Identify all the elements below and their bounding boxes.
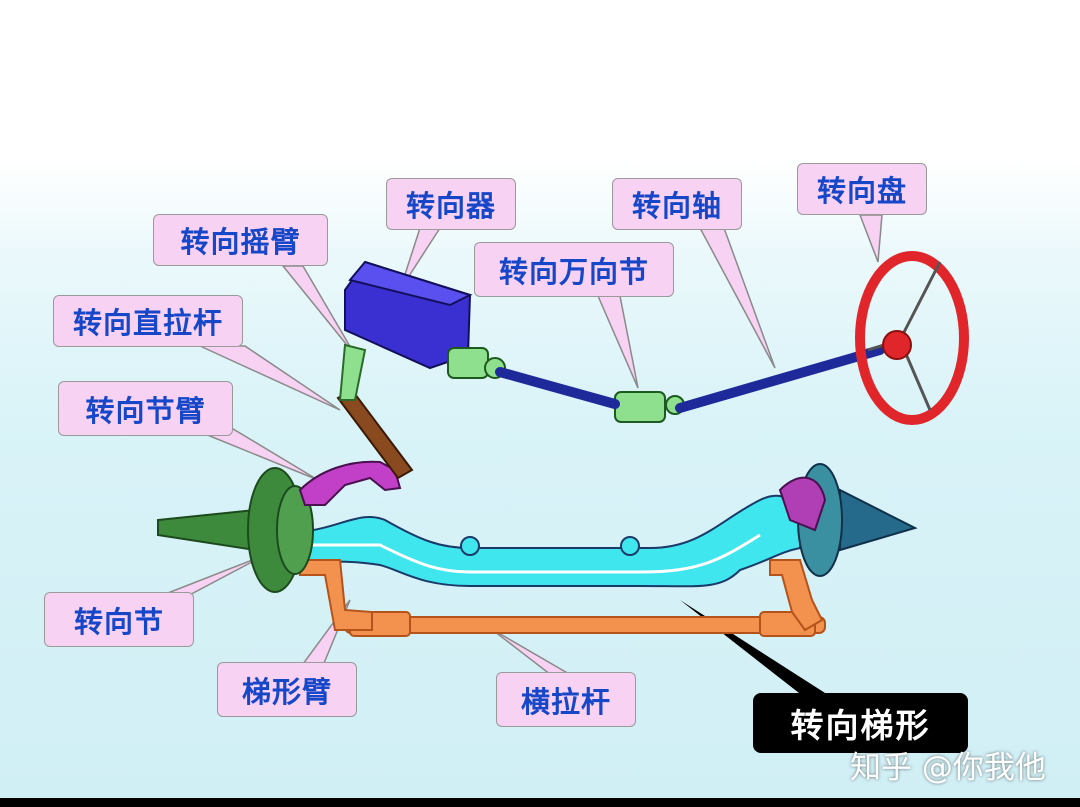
label-steering-wheel: 转向盘 <box>797 163 927 215</box>
front-axle <box>299 494 801 588</box>
bottom-border <box>0 798 1080 807</box>
watermark: 知乎 @你我他 <box>850 750 1046 786</box>
label-pitman-arm: 转向摇臂 <box>153 214 328 266</box>
steering-wheel <box>855 251 969 425</box>
label-universal-joint: 转向万向节 <box>474 242 674 297</box>
label-steering-shaft: 转向轴 <box>612 178 742 230</box>
label-tie-rod: 横拉杆 <box>496 672 636 727</box>
label-trapezoid-arm: 梯形臂 <box>217 662 357 717</box>
knuckle-arm <box>298 460 402 506</box>
leader-steering-wheel <box>858 214 883 263</box>
steering-column-shaft <box>675 345 885 413</box>
label-steering-gear: 转向器 <box>386 178 516 230</box>
steering-gear-box <box>344 260 473 370</box>
label-knuckle: 转向节 <box>44 592 194 647</box>
intermediate-shaft <box>495 367 620 409</box>
label-steering-trapezoid: 转向梯形 <box>753 693 968 753</box>
lower-joint <box>614 391 685 423</box>
left-knuckle <box>157 467 314 593</box>
leader-tie-rod <box>489 627 579 679</box>
pitman-arm <box>338 343 367 401</box>
label-knuckle-arm: 转向节臂 <box>58 381 233 436</box>
leader-steering-shaft <box>698 227 776 369</box>
trapezoid-arms <box>299 559 824 632</box>
label-drag-link: 转向直拉杆 <box>53 295 243 347</box>
leader-universal-joint <box>596 295 639 389</box>
leader-pitman-arm <box>281 265 356 356</box>
tie-rod <box>344 611 826 637</box>
right-knuckle <box>778 463 918 577</box>
